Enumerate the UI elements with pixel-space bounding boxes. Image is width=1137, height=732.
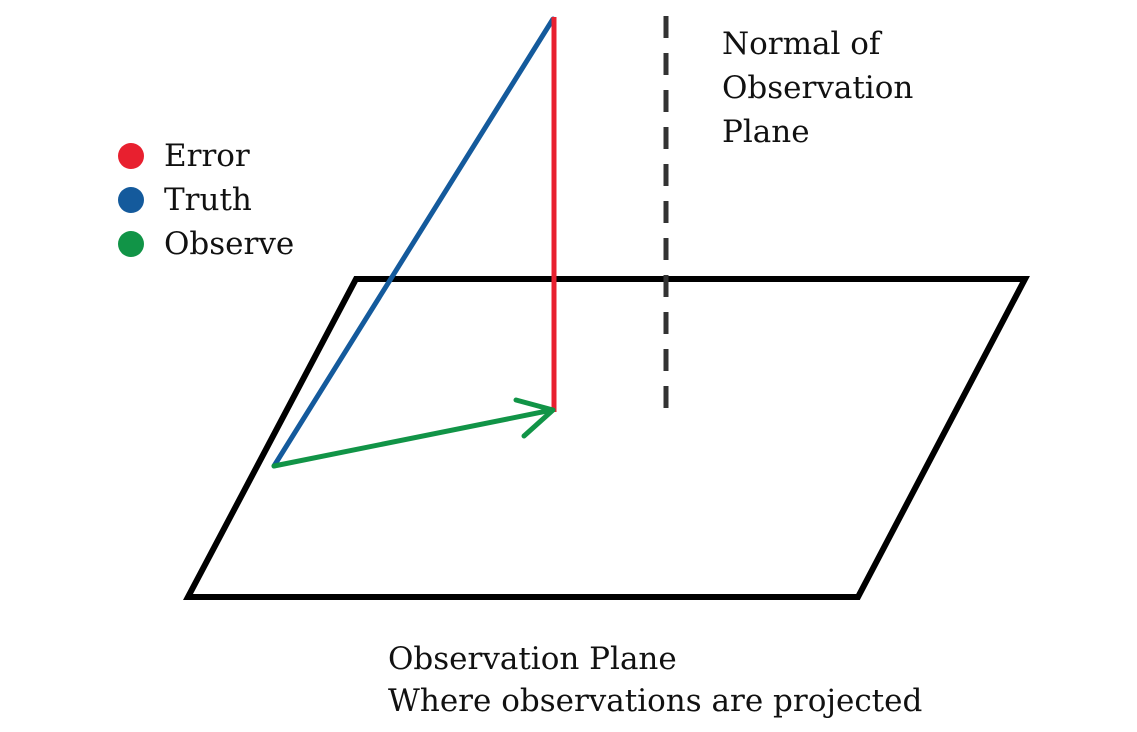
observe-vector: [271, 407, 555, 469]
legend-label-error: Error: [164, 137, 250, 174]
plane-caption: Observation Plane Where observations are…: [388, 638, 922, 722]
legend-item-truth: Truth: [118, 178, 294, 222]
observe-dot-icon: [118, 231, 144, 257]
plane-caption-subtitle: Where observations are projected: [388, 683, 923, 719]
legend: Error Truth Observe: [118, 134, 294, 266]
legend-item-error: Error: [118, 134, 294, 178]
legend-label-truth: Truth: [164, 181, 252, 218]
error-dot-icon: [118, 143, 144, 169]
legend-item-observe: Observe: [118, 222, 294, 266]
truth-dot-icon: [118, 187, 144, 213]
observation-plane: [183, 276, 1030, 600]
observe-arrowhead: [513, 397, 556, 439]
truth-vector: [271, 16, 556, 469]
plane-caption-title: Observation Plane: [388, 641, 677, 677]
normal-label-line-1: Normal of: [722, 26, 881, 62]
legend-label-observe: Observe: [164, 225, 295, 262]
normal-label-line-2: Observation: [722, 70, 914, 106]
normal-label: Normal of Observation Plane: [722, 22, 913, 154]
normal-label-line-3: Plane: [722, 114, 810, 150]
